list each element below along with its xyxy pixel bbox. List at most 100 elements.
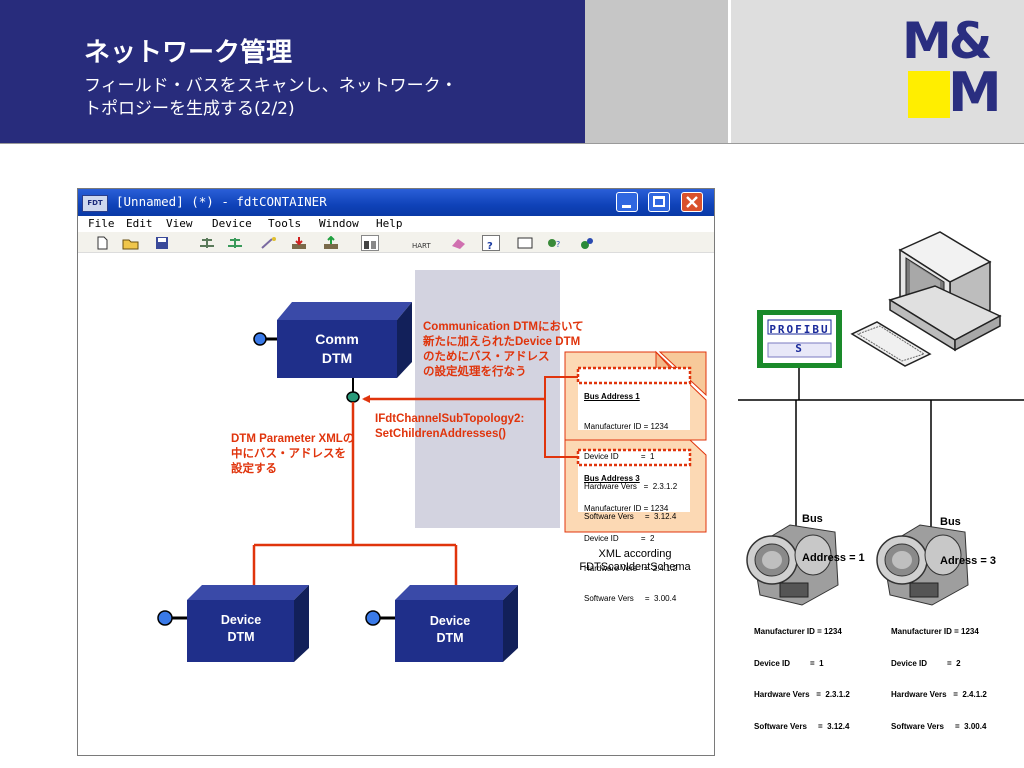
logo-text-top: M&: [902, 12, 992, 70]
hart-icon[interactable]: HART: [412, 235, 431, 250]
plugin-icon[interactable]: [578, 235, 594, 249]
network-up-icon[interactable]: [198, 235, 214, 249]
bus1-line1: Bus: [802, 513, 823, 525]
comm-dtm-box[interactable]: [277, 302, 412, 378]
comm-note-line1: Communication DTMにおいて: [423, 321, 584, 333]
dtm-param-line1: DTM Parameter XMLの: [231, 433, 355, 445]
xml-caption-line1: XML according: [598, 548, 672, 560]
device-dtm-right-line1: Device: [429, 614, 471, 628]
device-dtm-left-line1: Device: [220, 613, 262, 627]
new-file-icon[interactable]: [94, 235, 110, 250]
bus1-line2: Address = 1: [802, 552, 865, 564]
header-logo-area: [731, 0, 1024, 143]
bus-address-3-label: Bus Adress = 3: [940, 490, 996, 581]
device-left-port: [157, 610, 173, 626]
page-subtitle: フィールド・バスをスキャンし、ネットワーク・ トポロジーを生成する(2/2): [84, 75, 457, 121]
dtm-parameter-note: DTM Parameter XMLの 中にバス・アドレスを 設定する: [231, 432, 354, 477]
device2-info-line3: Hardware Vers = 2.4.1.2: [891, 690, 987, 699]
field-device-2: [876, 524, 969, 606]
menu-file[interactable]: File: [88, 217, 115, 230]
catalog-icon[interactable]: [361, 235, 379, 251]
menu-view[interactable]: View: [166, 217, 193, 230]
bus3-line2: Adress = 3: [940, 555, 996, 567]
window-titlebar: FDT [Unnamed] (*) - fdtCONTAINER: [78, 189, 714, 216]
toolbar: HART ? ?: [78, 232, 714, 253]
logo-text-bottom: M: [948, 61, 1002, 124]
xml-entry-2: Bus Address 3 Manufacturer ID = 1234 Dev…: [584, 454, 677, 614]
open-folder-icon[interactable]: [122, 235, 139, 250]
field-device-1: [746, 524, 839, 606]
app-icon: FDT: [82, 195, 108, 212]
comm-note-line2: 新たに加えられたDevice DTM: [423, 336, 581, 348]
interface-call-line2: SetChildrenAddresses(): [375, 428, 507, 440]
header-banner: [0, 0, 585, 143]
xml-entry-2-line3: Hardware Vers = 2.4.1.2: [584, 564, 678, 573]
minimize-icon: [622, 205, 631, 208]
header-separator: [728, 0, 731, 143]
xml-entry-1-line3: Hardware Vers = 2.3.1.2: [584, 482, 678, 491]
minimize-button[interactable]: [616, 192, 638, 212]
device2-info-line1: Manufacturer ID = 1234: [891, 627, 979, 636]
menu-device[interactable]: Device: [212, 217, 252, 230]
close-button[interactable]: [681, 192, 703, 212]
dtm-param-line2: 中にバス・アドレスを: [231, 448, 346, 460]
bus-address-1-label: Bus Address = 1: [802, 487, 865, 578]
comm-note-line4: の設定処理を行なう: [423, 366, 527, 378]
maximize-button[interactable]: [648, 192, 670, 212]
subtitle-line-2: トポロジーを生成する(2/2): [84, 99, 295, 119]
xml-caption: XML according FDTScanIdentSchema: [570, 548, 700, 574]
svg-text:HART: HART: [412, 242, 431, 250]
device2-info-line4: Software Vers = 3.00.4: [891, 721, 987, 731]
screen-icon[interactable]: [516, 235, 533, 249]
xml-entry-1-title: Bus Address 1: [584, 392, 640, 401]
comm-dtm-port: [253, 332, 267, 346]
svg-text:?: ?: [487, 241, 493, 251]
xml-entry-2-line2: Device ID = 2: [584, 534, 655, 543]
xml-entry-1-line4: Software Vers = 3.12.4: [584, 512, 677, 521]
device-dtm-left-label: Device DTM: [204, 612, 278, 646]
menu-tools[interactable]: Tools: [268, 217, 302, 230]
device-dtm-right-line2: DTM: [436, 631, 464, 645]
device-2-info: Manufacturer ID = 1234 Device ID = 2 Har…: [891, 606, 987, 743]
help-icon[interactable]: ?: [482, 235, 500, 252]
company-logo: M& M: [898, 12, 1008, 126]
eraser-icon[interactable]: [450, 235, 466, 249]
network-down-icon[interactable]: [226, 235, 242, 249]
header-rule: [0, 143, 1024, 144]
save-icon[interactable]: [154, 235, 170, 249]
xml-caption-line2: FDTScanIdentSchema: [579, 561, 691, 573]
menu-help[interactable]: Help: [376, 217, 403, 230]
xml-entry-1-line2: Device ID = 1: [584, 452, 655, 461]
gear-icon[interactable]: ?: [546, 235, 562, 249]
device1-info-line3: Hardware Vers = 2.3.1.2: [754, 690, 850, 699]
comm-dtm-label-line1: Comm: [315, 331, 359, 347]
menu-window[interactable]: Window: [319, 217, 359, 230]
download-icon[interactable]: [290, 235, 306, 249]
device-dtm-left-box[interactable]: [187, 585, 309, 662]
device-dtm-right-label: Device DTM: [413, 613, 487, 647]
xml-entry-2-line4: Software Vers = 3.00.4: [584, 594, 677, 603]
header-grey-block: [585, 0, 728, 143]
upload-icon[interactable]: [322, 235, 338, 249]
dtm-param-line3: 設定する: [231, 463, 277, 475]
xml-entry-1-box: [578, 368, 690, 430]
svg-text:?: ?: [556, 240, 560, 249]
menu-edit[interactable]: Edit: [126, 217, 153, 230]
comm-dtm-note: Communication DTMにおいて 新たに加えられたDevice DTM…: [423, 320, 584, 380]
interface-call-line1: IFdtChannelSubTopology2:: [375, 413, 525, 425]
device-1-info: Manufacturer ID = 1234 Device ID = 1 Har…: [754, 606, 850, 743]
computer-icon: [850, 231, 1002, 367]
window-title: [Unnamed] (*) - fdtCONTAINER: [116, 194, 327, 209]
maximize-icon: [653, 196, 665, 207]
xml-entry-1-title-highlight: [576, 366, 692, 385]
xml-entry-2-title: Bus Address 3: [584, 474, 640, 483]
device2-info-line2: Device ID = 2: [891, 658, 961, 668]
xml-entry-1-line1: Manufacturer ID = 1234: [584, 422, 669, 431]
device-dtm-left-line2: DTM: [227, 630, 255, 644]
device-dtm-right-box[interactable]: [395, 585, 518, 662]
menu-bar: File Edit View Device Tools Window Help: [78, 216, 714, 232]
comm-dtm-label-line2: DTM: [321, 350, 353, 366]
wand-icon[interactable]: [260, 235, 276, 249]
device-right-port: [365, 610, 381, 626]
